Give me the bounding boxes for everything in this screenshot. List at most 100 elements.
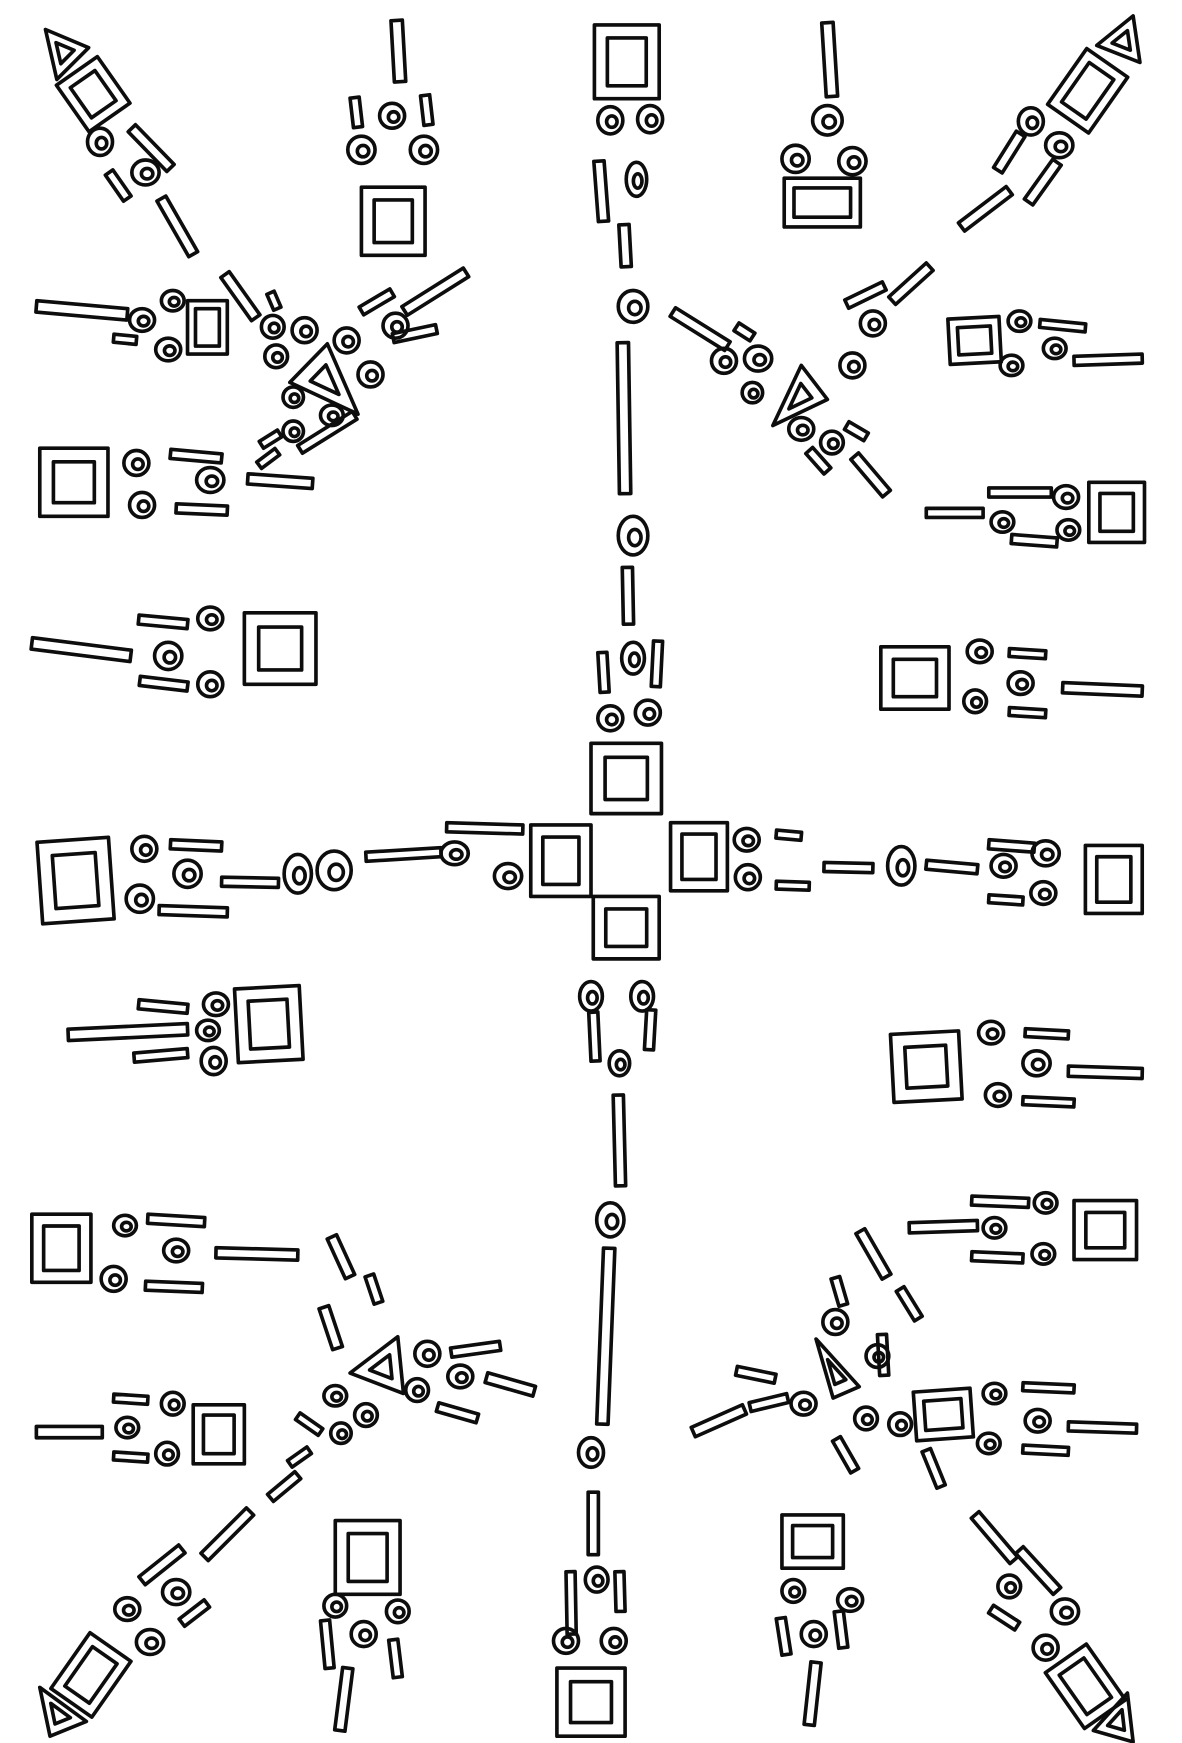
triangle-frame: [37, 1685, 89, 1739]
bar-stroke: [991, 129, 1027, 175]
spiral-circle: [989, 852, 1018, 879]
spiral-circle: [161, 1237, 191, 1264]
bar-stroke: [295, 409, 359, 456]
bar-stroke: [747, 1391, 791, 1414]
bar-stroke: [774, 879, 812, 893]
bar-stroke: [293, 1411, 325, 1438]
bar-stroke: [448, 1339, 503, 1359]
square-frame: [911, 1386, 976, 1443]
bar-stroke: [177, 1597, 212, 1629]
square-frame: [1072, 1198, 1139, 1262]
spiral-circle: [281, 419, 306, 444]
bar-stroke: [924, 506, 985, 520]
spiral-circle: [111, 1213, 139, 1238]
bar-stroke: [829, 1274, 850, 1309]
bar-stroke: [1013, 1544, 1063, 1597]
bar-stroke: [1020, 1443, 1071, 1458]
bar-stroke: [969, 1249, 1025, 1265]
square-frame: [242, 610, 318, 687]
spiral-circle: [439, 840, 471, 867]
spiral-circle: [152, 640, 184, 672]
spiral-circle: [732, 826, 762, 853]
bar-stroke: [1007, 705, 1048, 720]
bar-stroke: [592, 158, 611, 224]
bar-stroke: [920, 1446, 948, 1491]
bar-stroke: [774, 1615, 793, 1657]
triangle-frame: [771, 363, 830, 428]
spiral-circle: [377, 101, 407, 131]
bar-stroke: [649, 639, 665, 689]
spiral-circle: [195, 605, 225, 632]
spiral-circle: [975, 1431, 1002, 1456]
spiral-circle: [976, 1019, 1006, 1046]
bar-stroke: [1066, 1064, 1145, 1081]
bar-stroke: [1020, 1380, 1077, 1395]
spiral-circle: [1051, 483, 1081, 511]
triangle-frame: [1091, 1691, 1135, 1743]
square-frame: [592, 23, 662, 101]
spiral-circle: [709, 346, 739, 376]
bar-stroke: [137, 1543, 187, 1587]
spiral-circle: [413, 1339, 442, 1369]
spiral-circle: [1029, 879, 1058, 907]
spiral-circle: [281, 385, 306, 410]
spiral-circle: [576, 1435, 606, 1470]
square-frame: [782, 176, 863, 229]
spiral-circle: [858, 309, 888, 338]
bar-stroke: [586, 1490, 601, 1557]
spiral-circle: [1032, 1190, 1059, 1215]
square-frame: [878, 645, 951, 712]
spiral-circle: [403, 1376, 431, 1404]
square-frame: [555, 1666, 627, 1739]
spiral-circle: [282, 852, 314, 895]
diamond-frame: [1043, 1642, 1128, 1731]
spiral-circle: [628, 979, 656, 1013]
bar-stroke: [434, 1400, 481, 1425]
bar-stroke: [219, 269, 262, 323]
spiral-circle: [199, 1045, 228, 1077]
bar-stroke: [986, 486, 1054, 499]
bar-stroke: [245, 471, 315, 491]
bar-stroke: [254, 446, 282, 471]
spiral-circle: [789, 1390, 818, 1417]
spiral-circle: [122, 448, 151, 478]
spiral-circle: [124, 883, 156, 915]
spiral-circle: [577, 979, 605, 1013]
bar-stroke: [363, 1272, 385, 1307]
square-frame: [528, 823, 593, 899]
spiral-circle: [492, 861, 524, 891]
square-frame: [359, 185, 427, 258]
bar-stroke: [830, 1434, 861, 1475]
bar-stroke: [819, 20, 840, 99]
triangle-frame: [43, 27, 91, 82]
bar-stroke: [924, 858, 980, 876]
spiral-circle: [635, 103, 665, 135]
triangle-frame: [348, 1334, 406, 1396]
bar-stroke: [986, 892, 1025, 907]
triangle-frame: [287, 342, 360, 417]
bar-stroke: [219, 875, 281, 890]
spiral-circle: [619, 640, 647, 676]
bar-stroke: [620, 565, 636, 627]
bar-stroke: [854, 1226, 893, 1281]
bar-stroke: [111, 1392, 150, 1407]
spiral-circle: [821, 1307, 850, 1337]
square-frame: [591, 894, 662, 961]
spiral-circle: [201, 991, 231, 1018]
spiral-circle: [1043, 130, 1075, 160]
spiral-circle: [780, 143, 812, 175]
bar-stroke: [586, 1010, 602, 1064]
spiral-circle: [599, 1626, 629, 1656]
bar-stroke: [357, 287, 397, 317]
spiral-circle: [160, 1577, 192, 1607]
spiral-circle: [838, 351, 867, 380]
spiral-circle: [607, 1048, 632, 1078]
spiral-circle: [740, 380, 765, 405]
square-frame: [888, 1029, 964, 1105]
spiral-circle: [1055, 517, 1082, 542]
spiral-circle: [259, 313, 286, 340]
spiral-circle: [885, 844, 917, 887]
bar-stroke: [1022, 157, 1064, 207]
bar-stroke: [126, 122, 176, 174]
spiral-circle: [633, 698, 663, 727]
